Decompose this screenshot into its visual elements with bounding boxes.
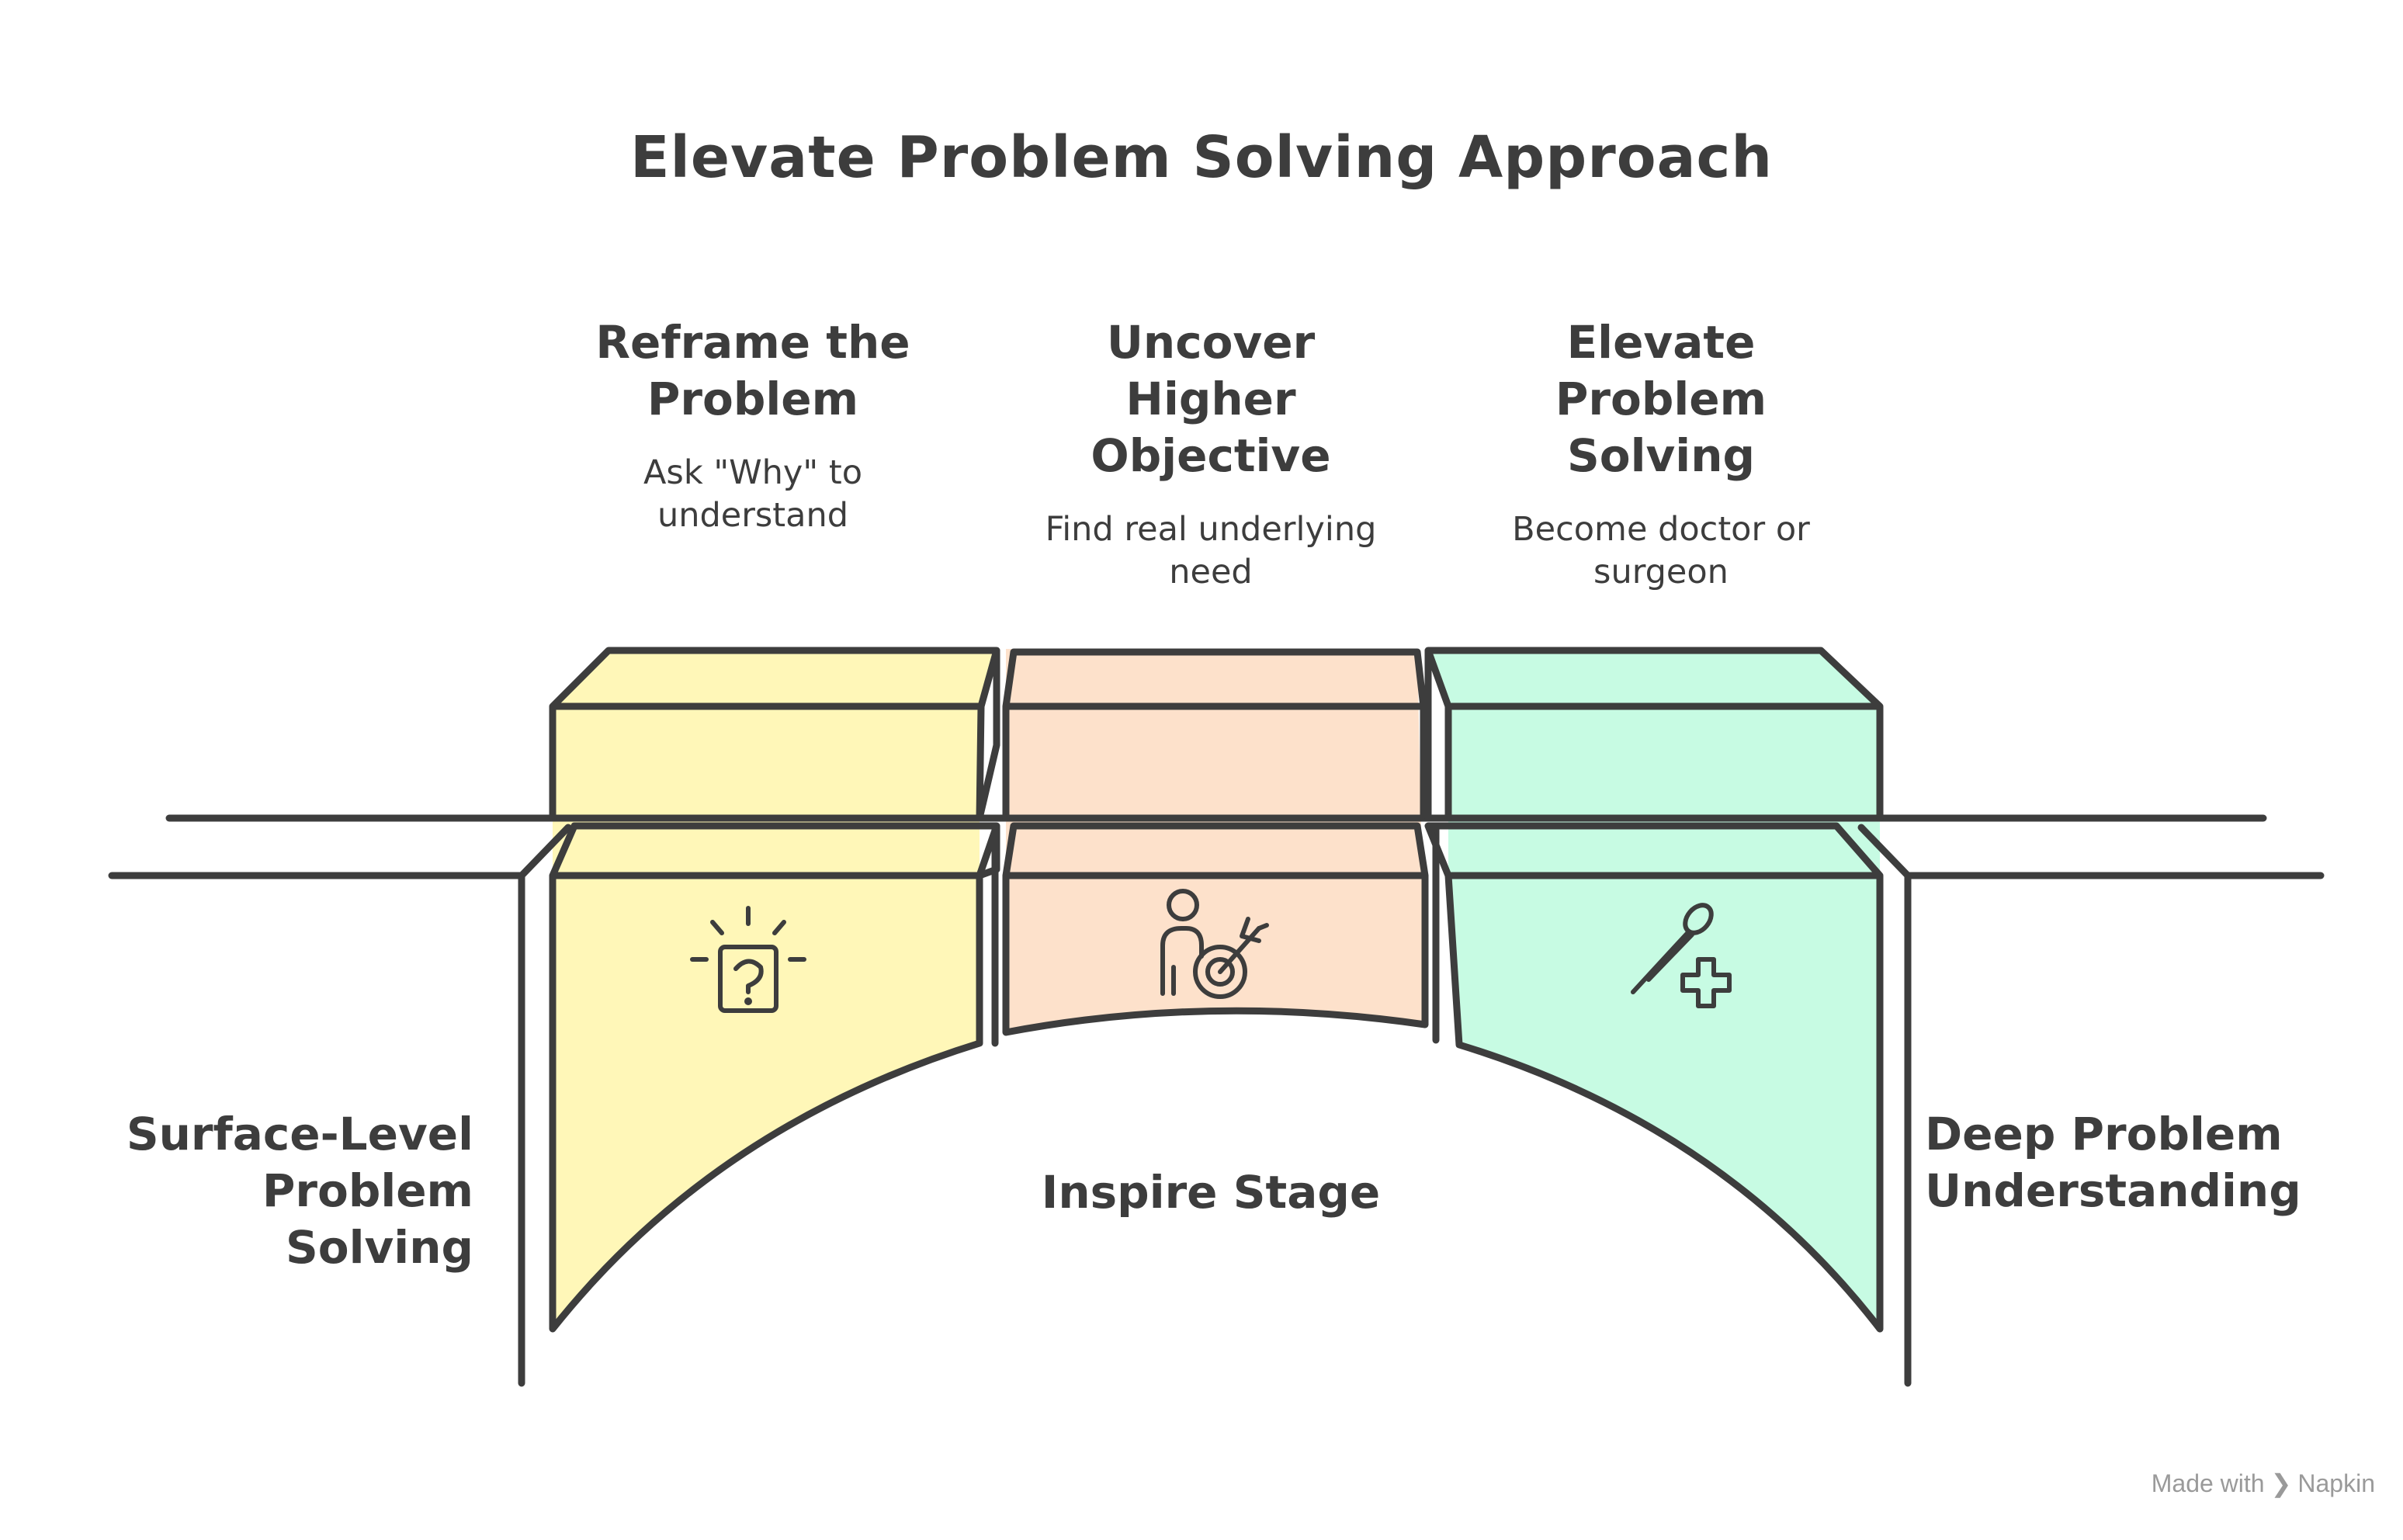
- box-middle-fill: [1006, 649, 1425, 1032]
- napkin-logo-icon: ❯: [2270, 1469, 2292, 1497]
- box-left-outline-top: [549, 647, 1000, 822]
- box-right-outline-bottom: [1424, 822, 1884, 1333]
- box-right-top-fill: [1428, 649, 1880, 705]
- question-box-idea-icon: [690, 906, 806, 1013]
- made-with-napkin-badge[interactable]: Made with❯Napkin: [2096, 1469, 2375, 1498]
- step-reframe-title: Reframe the Problem: [595, 316, 910, 425]
- box-left-top-fill: [553, 649, 998, 705]
- pillar-right-outer: [1857, 824, 1912, 1387]
- label-surface-level: Surface-Level Problem Solving: [126, 1108, 473, 1274]
- step-reframe-desc: Ask "Why" to understand: [643, 453, 862, 535]
- box-middle-outline-bottom: [1002, 822, 1429, 1036]
- box-left-fill: [553, 705, 980, 872]
- napkin-text: Napkin: [2297, 1469, 2375, 1497]
- label-deep-understanding: Deep Problem Understanding: [1925, 1108, 2301, 1217]
- pillar-left-outer: [518, 824, 572, 1387]
- step-uncover-desc: Find real underlying need: [1045, 510, 1377, 591]
- box-right-outline-top: [1424, 647, 1884, 822]
- step-elevate-desc: Become doctor or surgeon: [1512, 510, 1810, 591]
- label-inspire-stage: Inspire Stage: [1041, 1166, 1381, 1219]
- diagram-title: Elevate Problem Solving Approach: [629, 124, 1774, 191]
- box-right-fill: [1448, 705, 1880, 872]
- step-uncover-title: Uncover Higher Objective: [1091, 316, 1331, 482]
- scalpel-medical-cross-icon: [1631, 903, 1732, 1008]
- box-middle-outline-top: [1002, 648, 1427, 822]
- person-target-icon: [1160, 889, 1269, 999]
- made-with-text: Made with: [2151, 1469, 2265, 1497]
- step-elevate-title: Elevate Problem Solving: [1555, 316, 1767, 482]
- pillar-right-fill: [1448, 872, 1880, 1329]
